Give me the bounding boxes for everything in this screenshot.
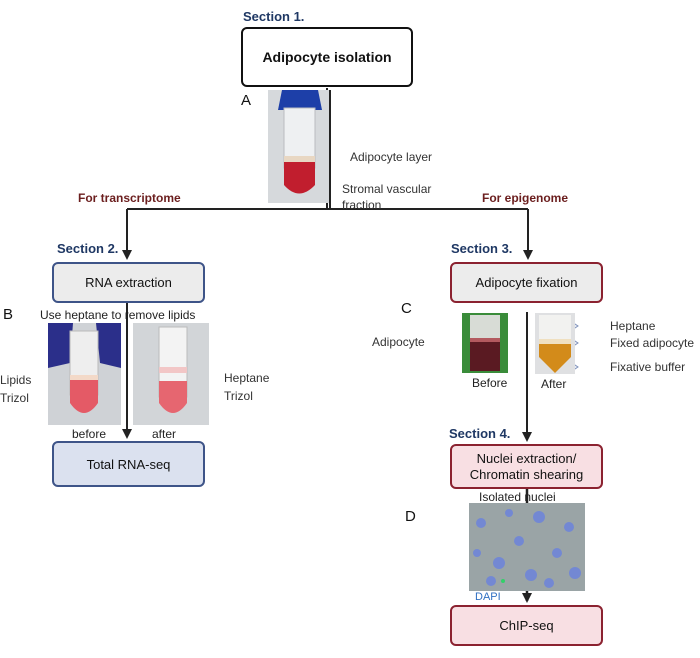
panel-d-label: D <box>405 508 416 525</box>
chipseq-box: ChIP-seq <box>450 605 603 646</box>
label-before-b: before <box>72 427 107 441</box>
section-2-label: Section 2. <box>57 241 119 256</box>
label-lipids: Lipids <box>0 373 32 387</box>
transcriptome-branch-label: For transcriptome <box>78 191 181 205</box>
label-before-c: Before <box>472 376 508 390</box>
nuclei-extraction-box: Nuclei extraction/ Chromatin shearing <box>450 444 603 489</box>
label-fixed-adipocyte: Fixed adipocyte <box>610 336 695 350</box>
label-adipocyte-c: Adipocyte <box>372 335 425 349</box>
rna-extraction-box: RNA extraction <box>52 262 205 303</box>
label-fixative-buffer: Fixative buffer <box>610 360 686 374</box>
photo-before-fixation <box>462 313 508 373</box>
label-trizol-left: Trizol <box>0 391 29 405</box>
label-adipocyte-layer: Adipocyte layer <box>350 150 433 164</box>
photo-after-heptane <box>133 323 209 425</box>
section-3-label: Section 3. <box>451 241 513 256</box>
label-trizol-right: Trizol <box>224 389 253 403</box>
adipocyte-isolation-box: Adipocyte isolation <box>241 27 413 87</box>
total-rnaseq-box: Total RNA-seq <box>52 441 205 487</box>
epigenome-branch-label: For epigenome <box>482 191 569 205</box>
label-after-b: after <box>152 427 177 441</box>
section-1-label: Section 1. <box>243 9 305 24</box>
photo-after-fixation <box>535 313 575 374</box>
photo-isolated-nuclei <box>469 503 585 591</box>
label-stromal-line1: Stromal vascular <box>342 182 432 196</box>
panel-c-label: C <box>401 300 412 317</box>
section-4-label: Section 4. <box>449 426 511 441</box>
nuclei-extraction-line1: Nuclei extraction/ <box>476 450 577 466</box>
label-isolated-nuclei: Isolated nuclei <box>479 490 556 504</box>
label-dapi: DAPI <box>475 591 501 603</box>
nuclei-extraction-line2: Chromatin shearing <box>469 466 584 482</box>
photo-adipocyte-isolation-tube <box>268 90 331 203</box>
adipocyte-fixation-box: Adipocyte fixation <box>450 262 603 303</box>
label-heptane-c: Heptane <box>610 319 656 333</box>
label-heptane-b: Heptane <box>224 371 270 385</box>
photo-before-heptane <box>48 323 121 425</box>
panel-a-label: A <box>241 92 252 109</box>
panel-b-label: B <box>3 306 14 323</box>
label-stromal-line2: fraction <box>342 198 382 212</box>
label-after-c: After <box>541 377 567 391</box>
label-heptane-note: Use heptane to remove lipids <box>40 308 196 322</box>
